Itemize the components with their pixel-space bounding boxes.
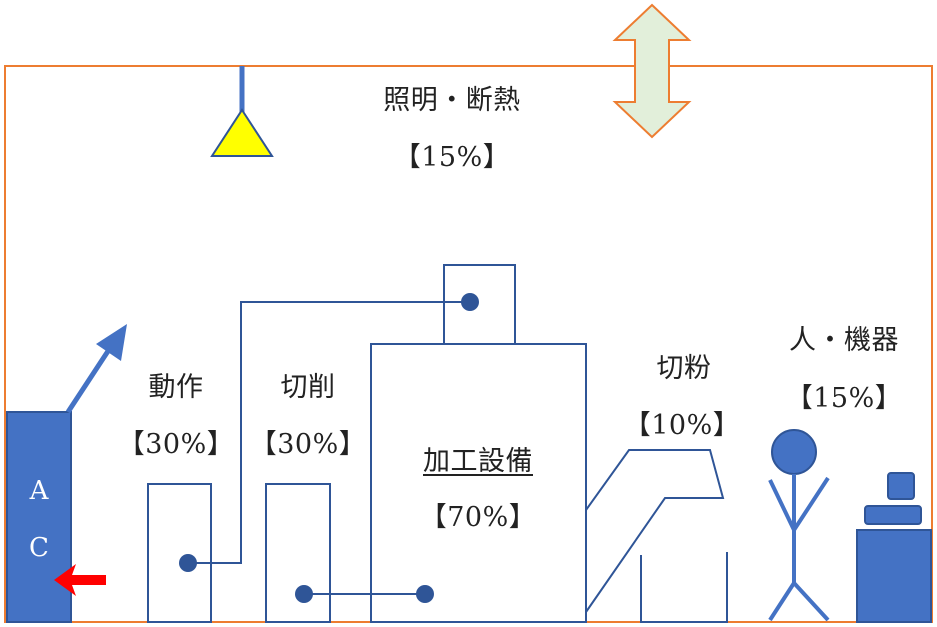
- motion-connection-line: [188, 301, 470, 564]
- cutting-percent: 【30%】: [249, 429, 367, 460]
- processing-equipment-box: [370, 343, 587, 623]
- chip-conveyor-outline: [585, 449, 725, 613]
- processing-equipment-label: 加工設備: [423, 446, 533, 477]
- lighting-insulation-label: 照明・断熱: [383, 85, 521, 116]
- ceiling-light-icon: [210, 108, 274, 157]
- airflow-arrow-shaft: [65, 343, 115, 414]
- ventilation-double-arrow-icon: [612, 3, 692, 139]
- ac-unit: [6, 411, 72, 623]
- cutting-node-dot: [295, 585, 313, 603]
- equipment-node-dot: [416, 585, 434, 603]
- chips-percent: 【10%】: [623, 410, 741, 441]
- motion-label: 動作: [148, 372, 204, 403]
- processing-equipment-percent: 【70%】: [419, 502, 537, 533]
- airflow-arrow-icon: [96, 324, 127, 361]
- ac-intake-arrow-icon: [54, 564, 106, 596]
- people-devices-label: 人・機器: [789, 325, 899, 356]
- lighting-insulation-percent: 【15%】: [393, 142, 511, 173]
- top-node-dot: [461, 293, 479, 311]
- motion-percent: 【30%】: [117, 429, 235, 460]
- chip-bin: [640, 552, 728, 623]
- cutting-unit-box: [265, 483, 331, 623]
- motion-unit-box: [147, 483, 212, 623]
- chips-label: 切粉: [656, 353, 712, 384]
- ac-letter-a: A: [29, 476, 49, 506]
- processing-equipment-top-box: [443, 264, 516, 345]
- ac-letter-c: C: [29, 533, 49, 563]
- person-icon: [768, 429, 830, 622]
- motion-node-dot: [179, 554, 197, 572]
- cutting-label: 切削: [280, 372, 336, 403]
- people-devices-percent: 【15%】: [785, 383, 903, 414]
- devices-icon: [856, 472, 932, 623]
